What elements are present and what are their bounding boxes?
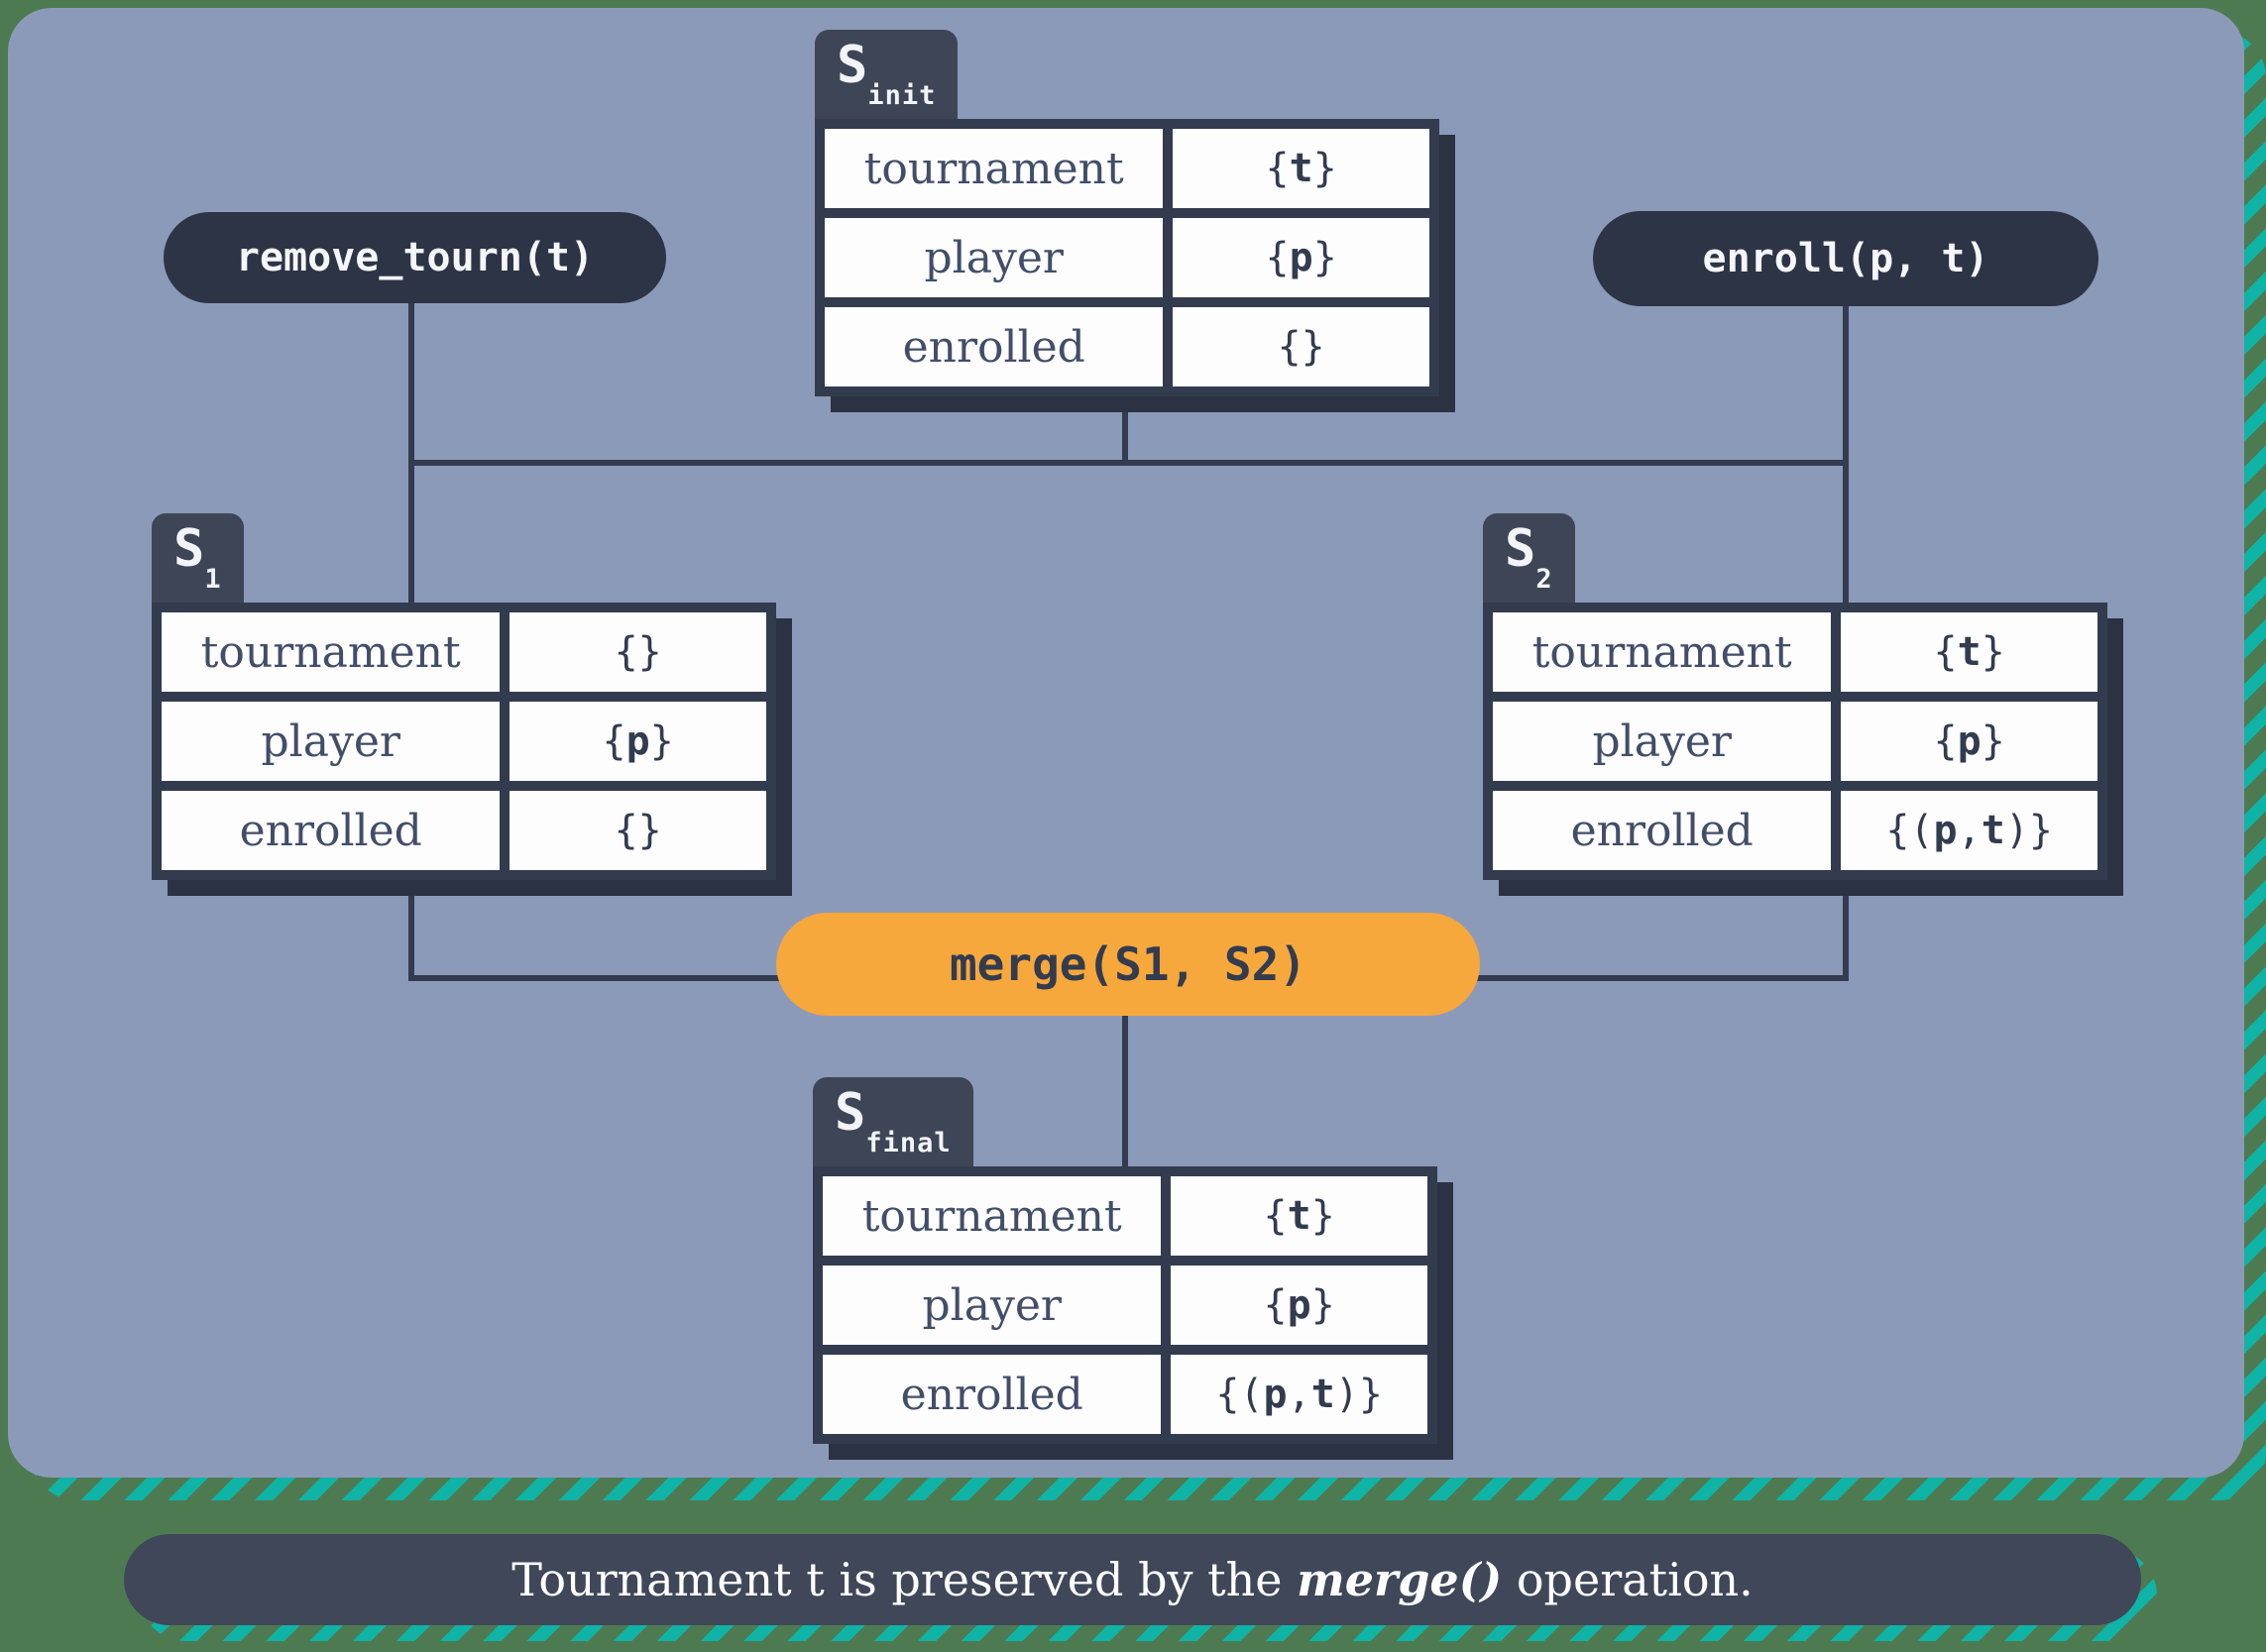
state-tab-s1: S1 [152,513,244,603]
caption-text: Tournament t is preserved by the [511,1553,1298,1606]
state-subscript: init [867,80,937,111]
row-label: enrolled [1493,791,1832,870]
row-label: player [825,218,1164,297]
row-value: {t} [1173,129,1429,208]
operation-label: remove_tourn(t) [235,235,595,280]
connector-merge-to-sfinal [1122,1011,1128,1169]
row-value: {} [1173,307,1429,386]
connector-s2-to-merge [1473,975,1849,981]
row-value: {} [510,791,766,870]
connector-s1-to-merge [408,975,783,981]
row-value: {t} [1841,612,2097,692]
connector-sinit-down [1122,401,1128,463]
row-label: player [1493,702,1832,781]
connector-s1-down [408,894,414,981]
row-value: {p} [510,702,766,781]
state-subscript: final [865,1128,952,1158]
row-value: {} [510,612,766,692]
caption-merge-highlight: merge() [1297,1553,1503,1606]
operation-pill-remove-tourn: remove_tourn(t) [164,212,666,303]
connector-horizontal-bus [408,460,1849,466]
row-label: player [162,702,501,781]
row-label: enrolled [162,791,501,870]
operation-label: merge(S1, S2) [949,937,1307,991]
connector-s2-down [1843,894,1849,981]
operation-label: enroll(p, t) [1702,236,1989,281]
row-label: tournament [162,612,501,692]
state-name: S [835,1083,866,1143]
state-name: S [173,519,205,579]
state-tab-s-init: Sinit [815,30,959,119]
row-value: {(p, t)} [1171,1355,1427,1434]
connector-removetourn-to-s1 [408,297,414,603]
state-name: S [1505,519,1536,579]
row-value: {(p, t)} [1841,791,2097,870]
row-label: enrolled [825,307,1164,386]
caption-bar: Tournament t is preserved by the merge()… [124,1534,2141,1625]
state-tab-s-final: Sfinal [813,1077,973,1166]
row-value: {p} [1841,702,2097,781]
state-table-s-final: tournament {t} player {p} enrolled {(p, … [813,1166,1437,1444]
state-table-s2: tournament {t} player {p} enrolled {(p, … [1483,603,2107,880]
row-label: tournament [825,129,1164,208]
row-label: tournament [1493,612,1832,692]
state-subscript: 2 [1535,564,1553,595]
state-name: S [837,36,868,95]
state-table-s1: tournament {} player {p} enrolled {} [152,603,776,880]
state-subscript: 1 [204,564,222,595]
state-tab-s2: S2 [1483,513,1575,603]
row-value: {p} [1171,1266,1427,1345]
connector-enroll-to-s2 [1843,300,1849,603]
state-table-s-init: tournament {t} player {p} enrolled {} [815,119,1439,396]
caption-text: operation. [1502,1553,1754,1606]
operation-pill-merge: merge(S1, S2) [776,913,1480,1016]
row-value: {t} [1171,1176,1427,1256]
row-label: enrolled [823,1355,1162,1434]
row-value: {p} [1173,218,1429,297]
operation-pill-enroll: enroll(p, t) [1593,211,2098,306]
row-label: tournament [823,1176,1162,1256]
row-label: player [823,1266,1162,1345]
